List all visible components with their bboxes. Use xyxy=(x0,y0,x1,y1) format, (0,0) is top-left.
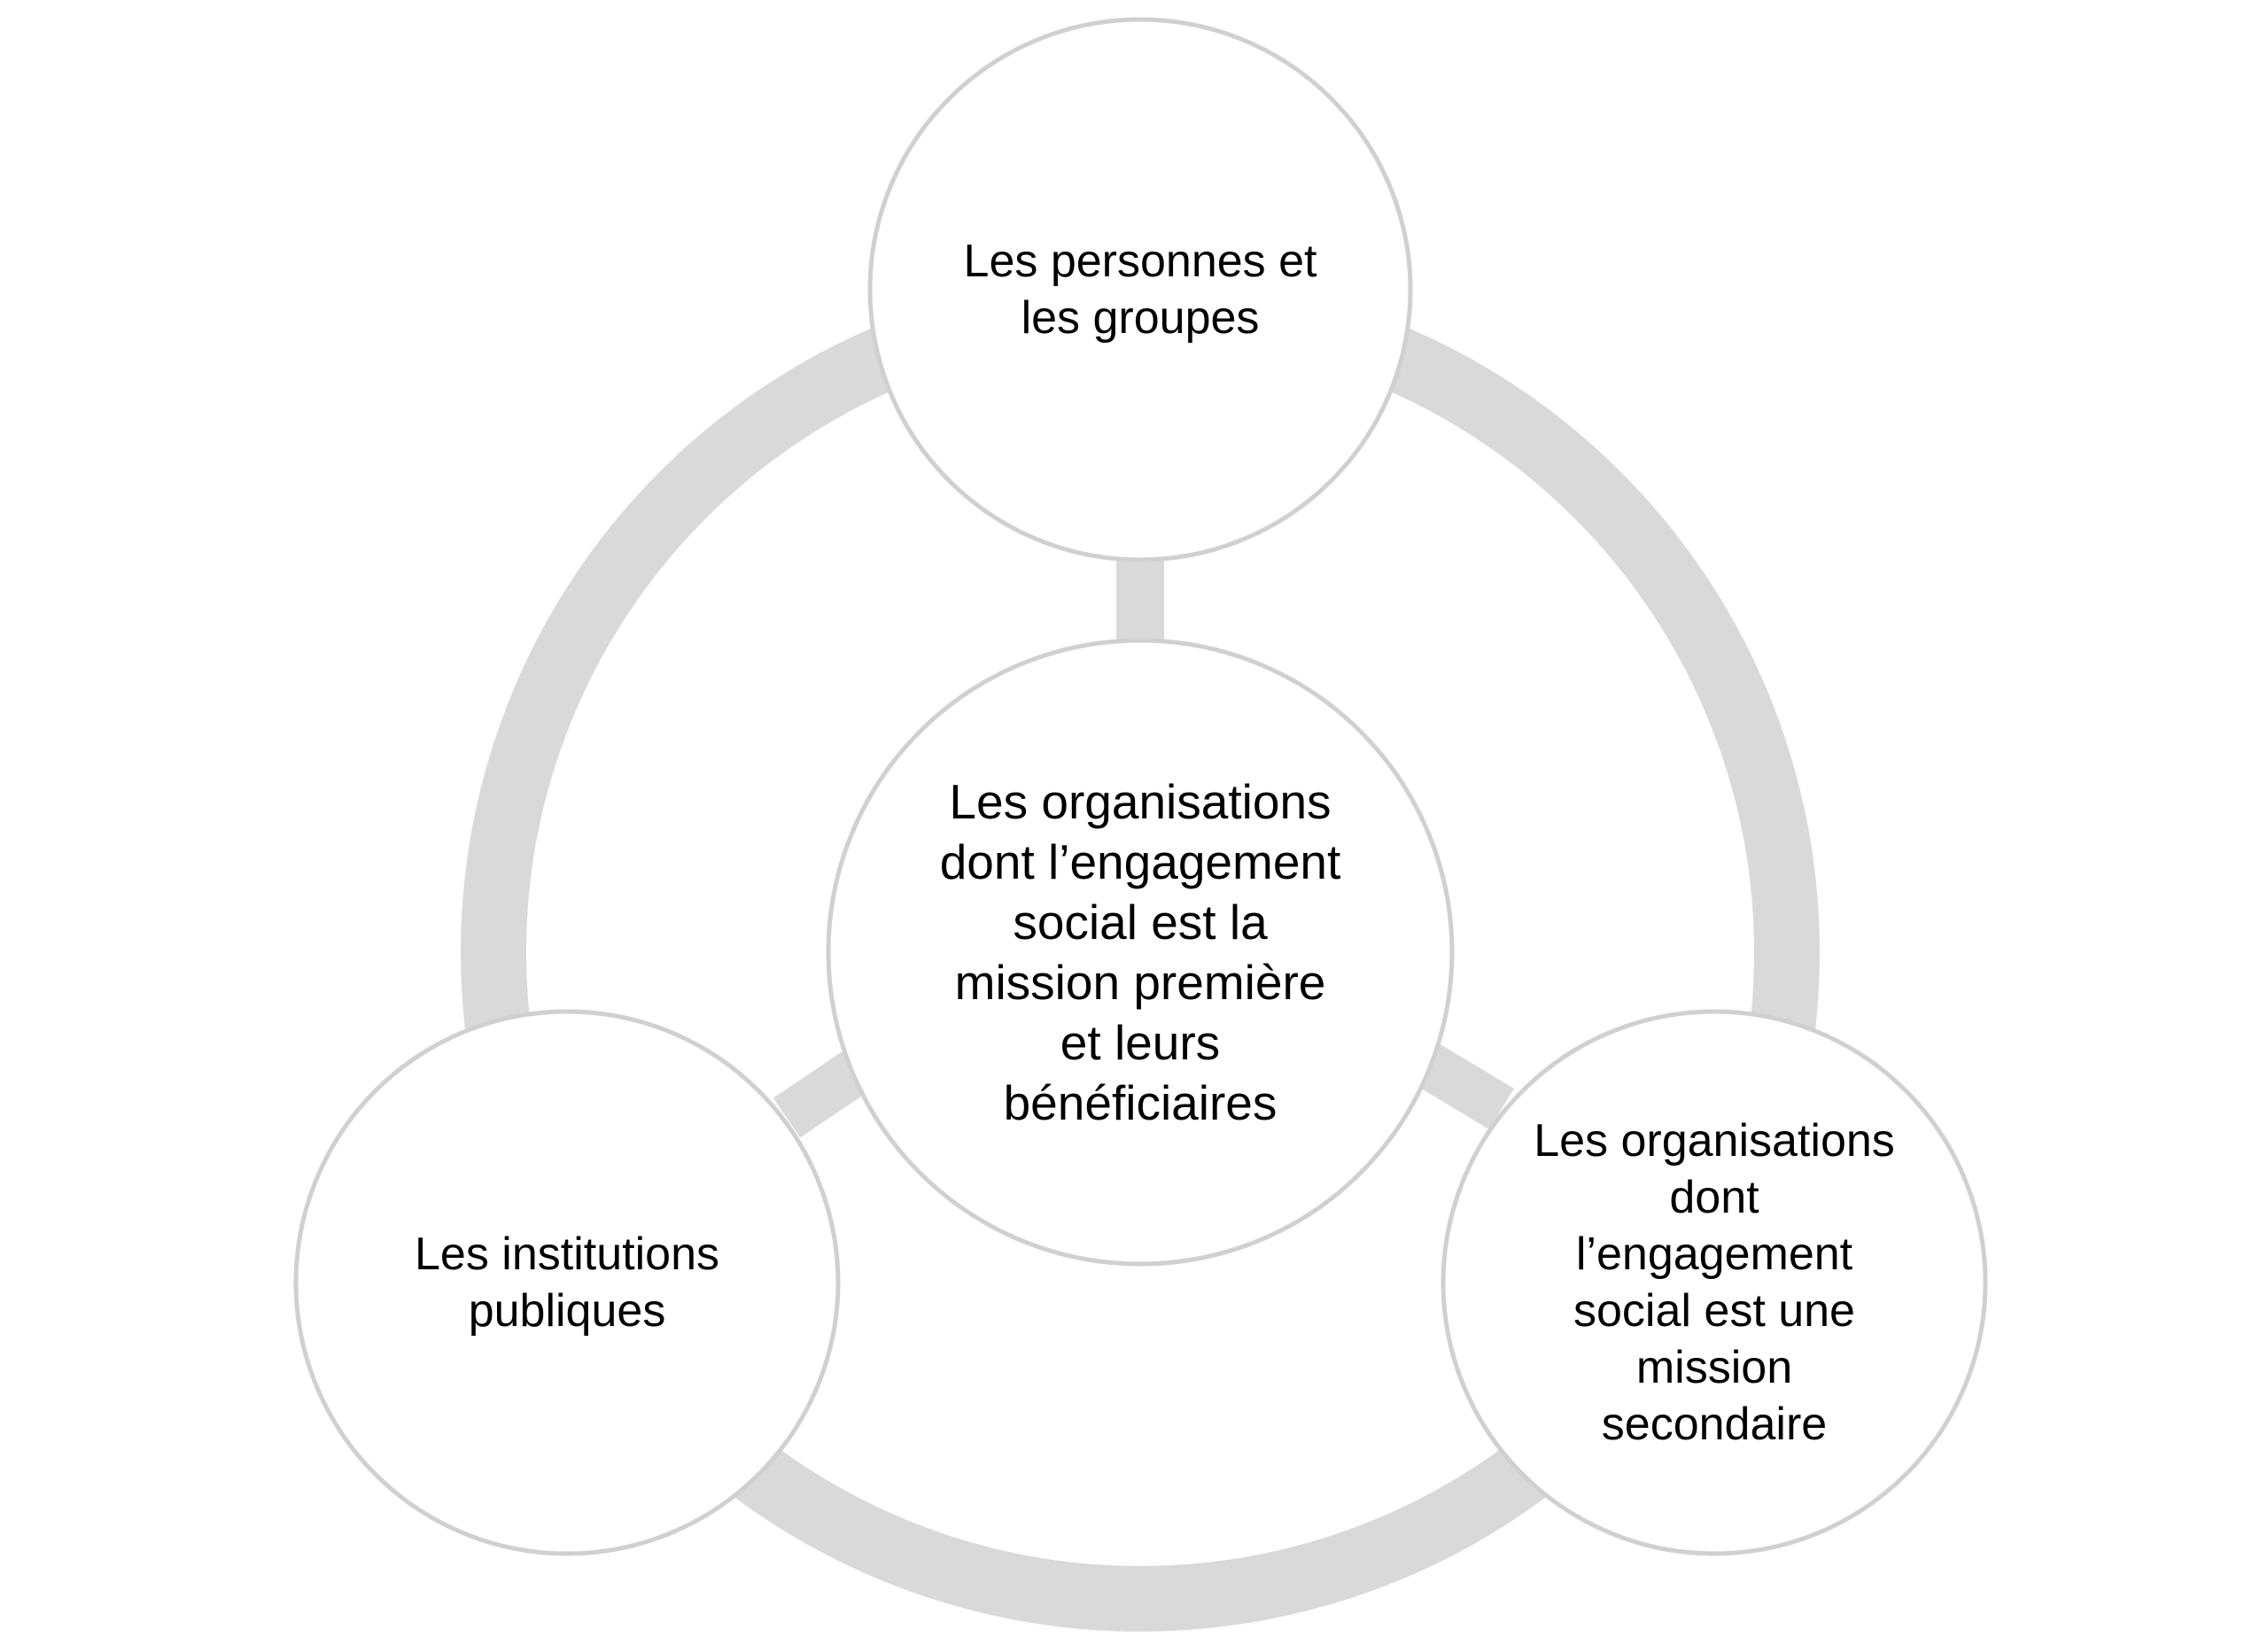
node-right-label: Les organisations dont l’engagement soci… xyxy=(1534,1115,1895,1450)
node-right-circle xyxy=(1441,1009,1988,1556)
spoke-right xyxy=(1410,1040,1514,1130)
node-center-label: Les organisations dont l’engagement soci… xyxy=(939,774,1341,1130)
node-left-circle xyxy=(293,1009,841,1556)
spoke-left xyxy=(773,1050,872,1138)
node-center-circle xyxy=(826,638,1455,1267)
node-top-circle xyxy=(867,17,1413,562)
node-left-label: Les institutions publiques xyxy=(415,1229,719,1337)
node-top-label: Les personnes et les groupes xyxy=(963,236,1317,344)
